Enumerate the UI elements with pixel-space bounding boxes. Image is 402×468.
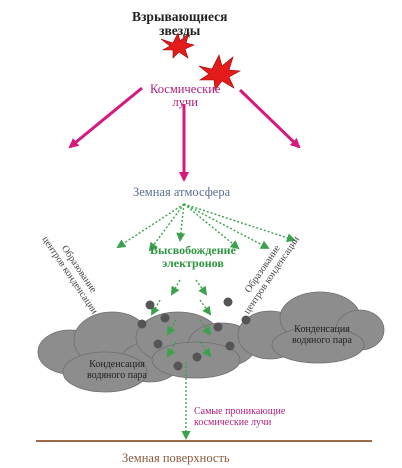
exploding-star-icon: [198, 54, 242, 91]
exploding-star-icon: [160, 32, 195, 59]
penetrating-rays-label: Самые проникающие космические лучи: [194, 406, 286, 428]
ground-surface-label: Земная поверхность: [122, 451, 230, 465]
electron-release-label: Высвобождение электронов: [150, 243, 236, 270]
cloud-right: [237, 291, 385, 364]
electron-arrows-upper: [116, 203, 296, 252]
condensation-label-left: Конденсация водяного пара: [87, 359, 147, 381]
atmosphere-label: Земная атмосфера: [133, 185, 231, 199]
condensation-label-right: Конденсация водяного пара: [292, 324, 352, 346]
cosmic-ray-arrows: [68, 86, 301, 182]
cosmic-rays-label: Космические лучи: [150, 82, 221, 110]
electron-arrows-lower: [151, 279, 212, 358]
exploding-stars-label: Взрывающиеся звезды: [132, 9, 228, 39]
condensation-nuclei: [137, 297, 251, 371]
